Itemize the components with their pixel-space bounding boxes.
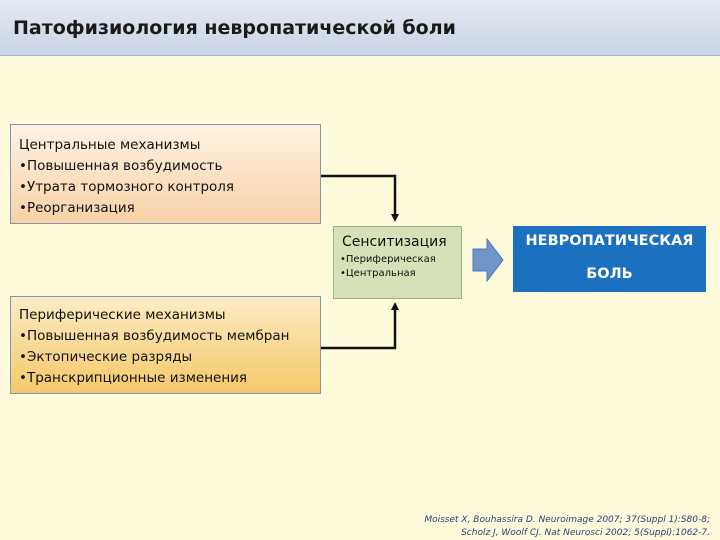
sensitization-title: Сенситизация xyxy=(342,234,447,250)
reference-citation: Moisset X, Bouhassira D. Neuroimage 2007… xyxy=(424,515,710,525)
title-bar: Патофизиология невропатической боли xyxy=(0,0,720,56)
central-item: •Повышенная возбудимость xyxy=(19,158,223,174)
peripheral-to-sensitization-line xyxy=(321,302,399,350)
neuropathic-pain-box: НЕВРОПАТИЧЕСКАЯ БОЛЬ xyxy=(513,226,706,292)
neuropathic-pain-line2: БОЛЬ xyxy=(586,266,633,282)
sensitization-item: •Центральная xyxy=(340,268,416,279)
peripheral-item: •Транскрипционные изменения xyxy=(19,370,248,386)
reference-citation: Scholz J, Woolf CJ. Nat Neurosci 2002; 5… xyxy=(461,528,710,538)
neuropathic-pain-line1: НЕВРОПАТИЧЕСКАЯ xyxy=(525,233,694,249)
peripheral-mechanisms-heading: Периферические механизмы xyxy=(19,307,226,323)
sensitization-item: •Периферическая xyxy=(340,254,436,265)
peripheral-item: •Эктопические разряды xyxy=(19,349,193,365)
central-item: •Утрата тормозного контроля xyxy=(19,179,235,195)
right-arrow-icon xyxy=(472,237,504,283)
peripheral-item: •Повышенная возбудимость мембран xyxy=(19,328,290,344)
central-to-sensitization-line xyxy=(321,174,399,222)
central-item: •Реорганизация xyxy=(19,200,135,216)
sensitization-box: Сенситизация •Периферическая •Центральна… xyxy=(333,226,462,299)
peripheral-mechanisms-box: Периферические механизмы •Повышенная воз… xyxy=(10,296,321,394)
central-mechanisms-heading: Центральные механизмы xyxy=(19,137,201,153)
page-title: Патофизиология невропатической боли xyxy=(13,17,456,39)
central-mechanisms-box: Центральные механизмы •Повышенная возбуд… xyxy=(10,124,321,224)
